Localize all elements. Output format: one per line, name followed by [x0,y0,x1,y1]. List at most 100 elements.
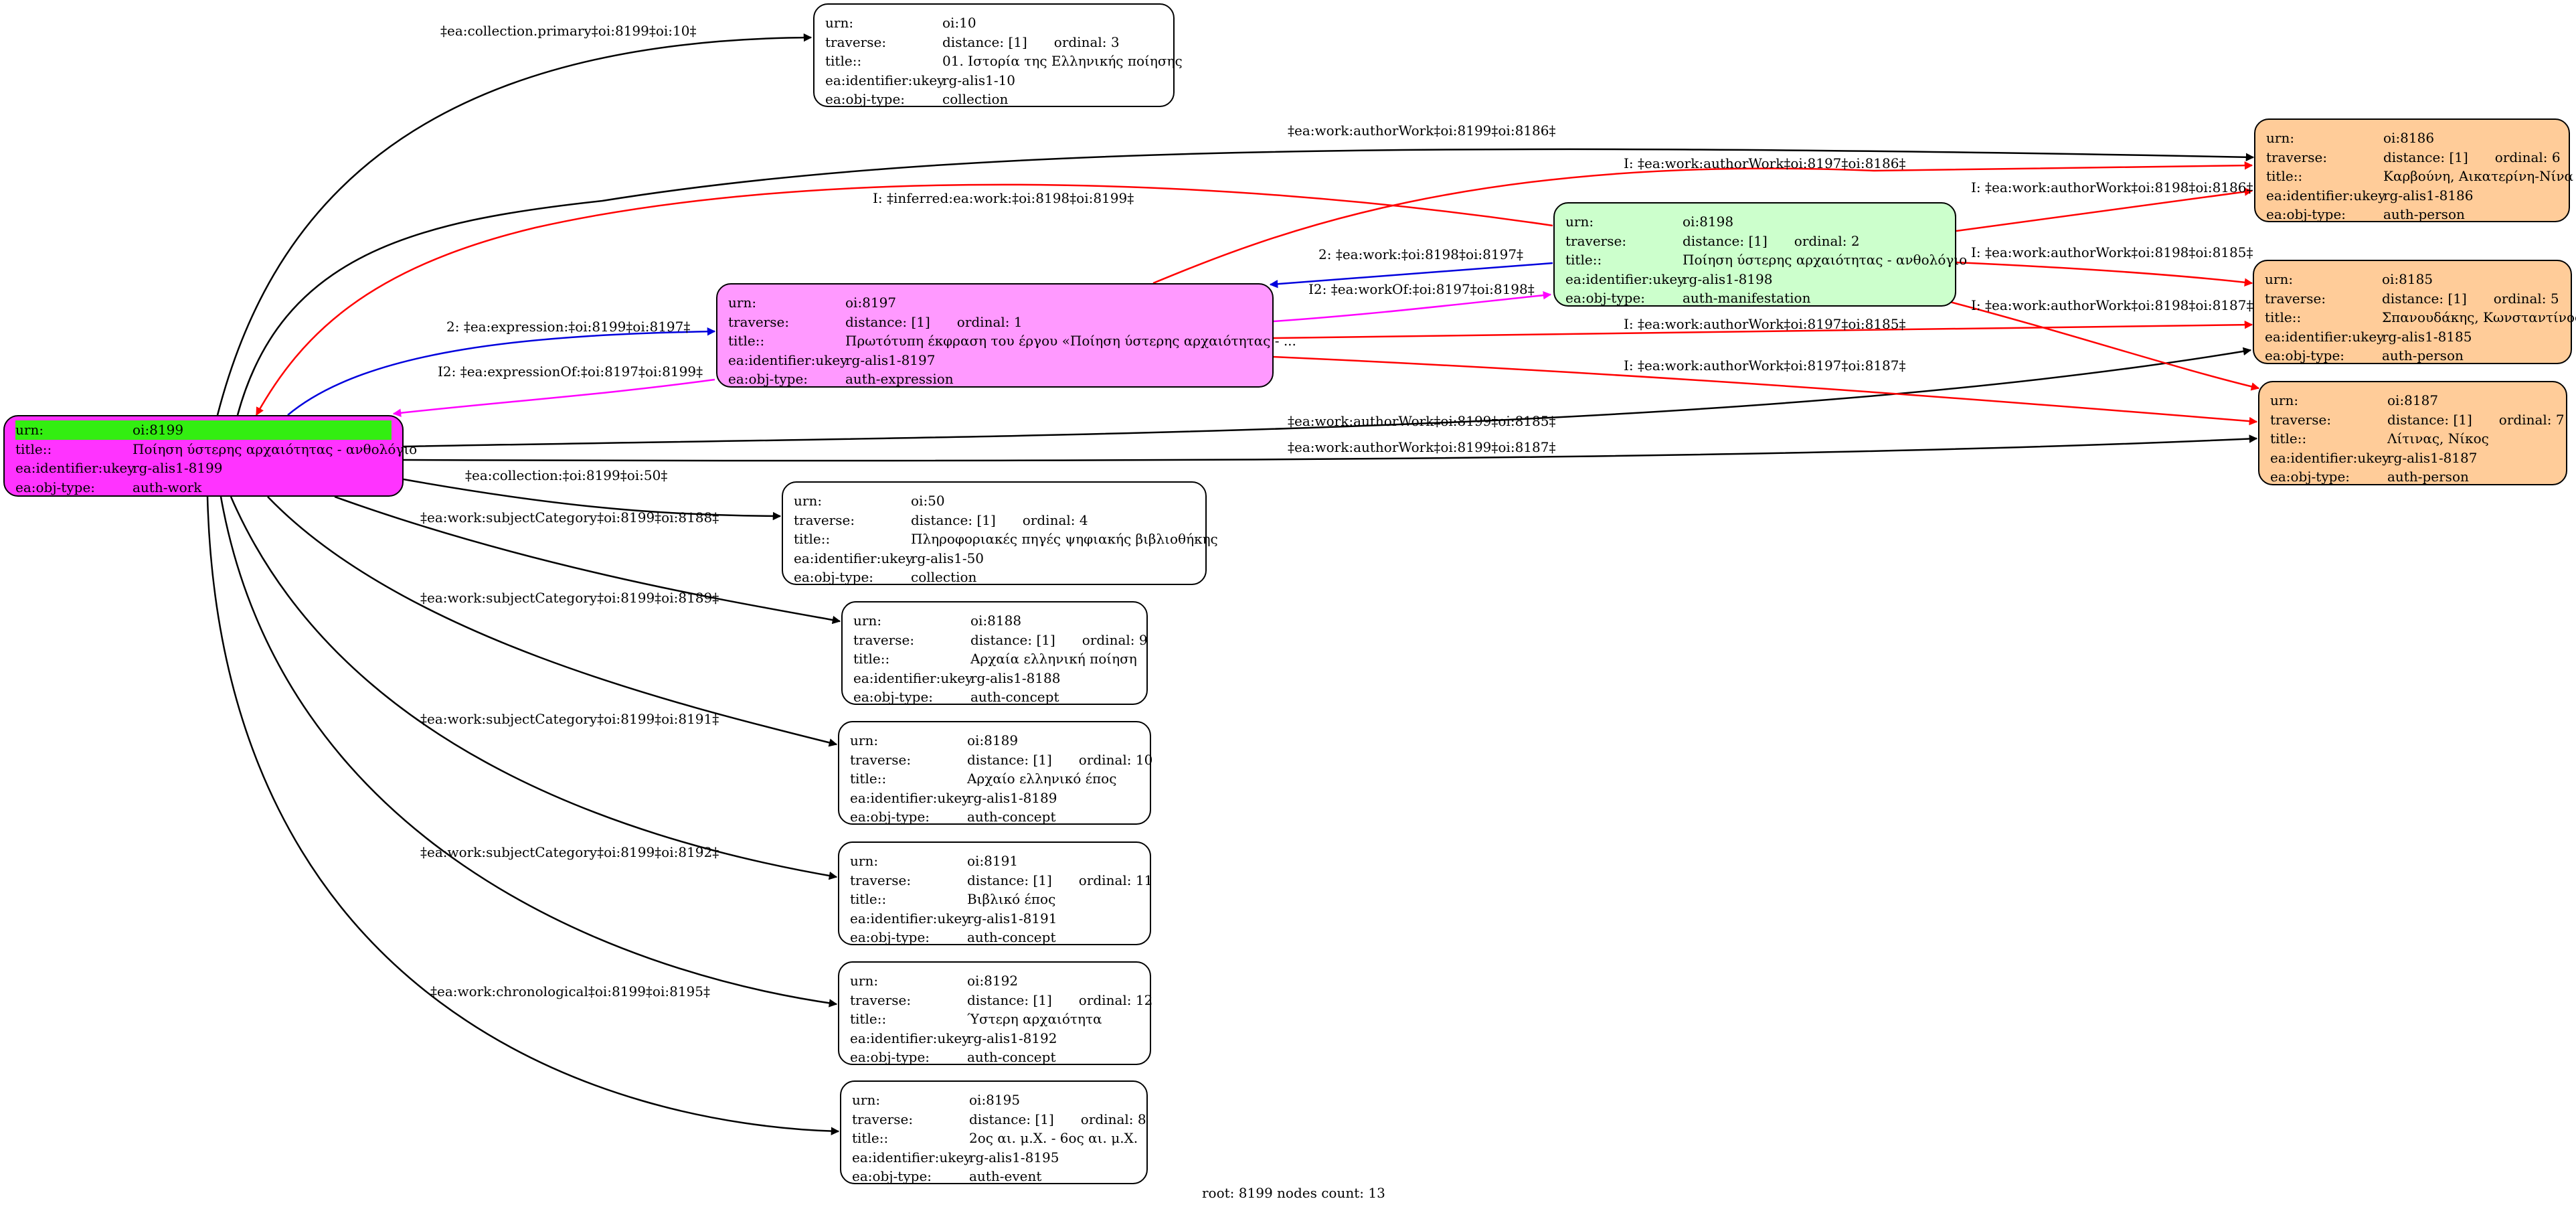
field-label: title:: [825,53,862,69]
edge-inferred-work [255,183,1553,416]
node-ukey: rg-alis1-10 [942,72,1016,88]
field-label: urn: [852,1092,881,1108]
edge-author-8187 [403,434,2258,462]
node-urn: oi:8186 [2383,130,2435,146]
field-label: ea:identifier:ukey [728,351,848,368]
edge-label-i-8197-8186: I: ‡ea:work:authorWork‡oi:8197‡oi:8186‡ [1624,155,1905,171]
node-8188[interactable]: urn:oi:8188 traverse:distance: [1]ordina… [841,601,1148,705]
node-8185[interactable]: urn:oi:8185 traverse:distance: [1]ordina… [2253,260,2576,364]
edge-collection-primary [216,33,812,416]
field-label: ea:identifier:ukey [2266,187,2386,204]
node-title: 01. Ιστορία της Ελληνικής ποίησης [942,53,1183,69]
node-title-row: title::Ποίηση ύστερης αρχαιότητας - ανθο… [15,440,417,459]
node-ukey: rg-alis1-8186 [2383,187,2474,204]
edge-label-expression-of: I2: ‡ea:expressionOf:‡oi:8197‡oi:8199‡ [438,364,703,380]
field-label: ea:identifier:ukey [850,1030,970,1046]
edge-subject-8188 [334,495,841,625]
node-traverse: distance: [1]ordinal: 5 [2382,290,2559,307]
field-label: ea:identifier:ukey [850,910,970,927]
edge-subject-8192 [220,496,838,1008]
field-label: ea:obj-type: [2270,469,2350,485]
node-ukey: rg-alis1-8195 [969,1149,1059,1165]
node-urn-row: urn:oi:8199 [15,420,392,440]
node-traverse: distance: [1]ordinal: 11 [967,872,1153,888]
edge-label-i-8197-8187: I: ‡ea:work:authorWork‡oi:8197‡oi:8187‡ [1624,357,1905,374]
node-type: auth-expression [845,371,954,387]
field-label: ea:identifier:ukey [2270,449,2390,466]
node-8191[interactable]: urn:oi:8191 traverse:distance: [1]ordina… [838,841,1153,945]
node-urn: oi:10 [942,15,976,31]
field-label: title:: [850,1011,887,1027]
edge-label-i-8198-8185: I: ‡ea:work:authorWork‡oi:8198‡oi:8185‡ [1971,244,2253,260]
node-ukey: rg-alis1-8191 [967,910,1057,927]
node-traverse: distance: [1]ordinal: 2 [1683,232,1860,249]
node-8197[interactable]: urn:oi:8197 traverse:distance: [1]ordina… [716,283,1296,388]
edge-subject-8191 [230,496,838,880]
field-label: ea:obj-type: [850,1049,930,1065]
node-urn: oi:8191 [967,853,1019,869]
node-8186[interactable]: urn:oi:8186 traverse:distance: [1]ordina… [2254,118,2573,222]
node-traverse: distance: [1]ordinal: 10 [967,751,1153,768]
field-label: traverse: [850,751,912,768]
edge-label-workof: I2: ‡ea:workOf:‡oi:8197‡oi:8198‡ [1308,281,1535,297]
field-label: traverse: [2270,411,2332,428]
node-8199-root[interactable]: urn:oi:8199 title::Ποίηση ύστερης αρχαιό… [3,415,417,497]
node-type: auth-event [969,1168,1042,1184]
node-title: Ύστερη αρχαιότητα [967,1011,1102,1027]
edge-label-work-8198-8197: 2: ‡ea:work:‡oi:8198‡oi:8197‡ [1318,246,1523,262]
node-type-row: ea:obj-type:auth-work [15,478,392,497]
node-ukey: rg-alis1-8187 [2387,449,2478,466]
node-50[interactable]: urn:oi:50 traverse:distance: [1]ordinal:… [782,481,1218,585]
node-8187[interactable]: urn:oi:8187 traverse:distance: [1]ordina… [2258,381,2567,485]
node-8192[interactable]: urn:oi:8192 traverse:distance: [1]ordina… [838,961,1153,1065]
field-label: ea:obj-type: [15,479,96,495]
node-urn: oi:8198 [1683,214,1734,230]
edge-label-collection-primary: ‡ea:collection.primary‡oi:8199‡oi:10‡ [440,23,697,39]
field-label: traverse: [825,33,887,50]
field-label: ea:identifier:ukey [850,789,970,806]
node-title: Λίτινας, Νίκος [2387,430,2489,447]
node-ukey: rg-alis1-8189 [967,789,1057,806]
node-traverse: distance: [1]ordinal: 12 [967,991,1153,1008]
field-label: ea:obj-type: [2266,206,2346,222]
edge-label-i-8198-8187: I: ‡ea:work:authorWork‡oi:8198‡oi:8187‡ [1971,297,2253,313]
field-label: title:: [2266,168,2303,184]
node-8195[interactable]: urn:oi:8195 traverse:distance: [1]ordina… [840,1080,1148,1184]
field-label: ea:obj-type: [853,689,934,705]
field-label: title:: [794,531,831,547]
node-ukey: rg-alis1-8192 [967,1030,1057,1046]
field-label: ea:obj-type: [1565,290,1646,306]
edge-i-8197-8186 [1152,161,2253,285]
node-type: auth-person [2383,206,2465,222]
field-label: ea:obj-type: [825,91,906,107]
node-type: auth-concept [967,929,1056,945]
node-urn: oi:8195 [969,1092,1021,1108]
node-type: collection [911,569,977,585]
edge-author-8185 [403,347,2252,448]
node-urn: oi:50 [911,493,945,509]
node-ukey: rg-alis1-8197 [845,351,936,368]
graph-caption: root: 8199 nodes count: 13 [1202,1185,1385,1201]
node-title: Βιβλικό έπος [967,891,1056,907]
field-label: ea:obj-type: [852,1168,932,1184]
field-label: title:: [853,651,890,667]
field-label: title:: [2270,430,2307,447]
node-10[interactable]: urn:oi:10 traverse:distance: [1]ordinal:… [813,3,1183,107]
edge-i-8198-8185 [1956,261,2253,287]
field-label: urn: [853,613,882,629]
field-label: traverse: [852,1111,914,1127]
field-label: urn: [850,973,879,989]
edge-i-8197-8185 [1273,320,2253,339]
field-label: urn: [850,732,879,748]
node-8198[interactable]: urn:oi:8198 traverse:distance: [1]ordina… [1553,202,1967,307]
field-label: ea:identifier:ukey [1565,270,1685,287]
field-label: urn: [2270,392,2299,408]
field-label: ea:identifier:ukey [794,550,914,566]
node-title: 2ος αι. μ.Χ. - 6ος αι. μ.Χ. [969,1130,1138,1146]
node-ukey: rg-alis1-50 [911,550,984,566]
node-urn: oi:8188 [970,613,1022,629]
node-8189[interactable]: urn:oi:8189 traverse:distance: [1]ordina… [838,721,1153,825]
node-ukey: rg-alis1-8185 [2382,328,2472,345]
